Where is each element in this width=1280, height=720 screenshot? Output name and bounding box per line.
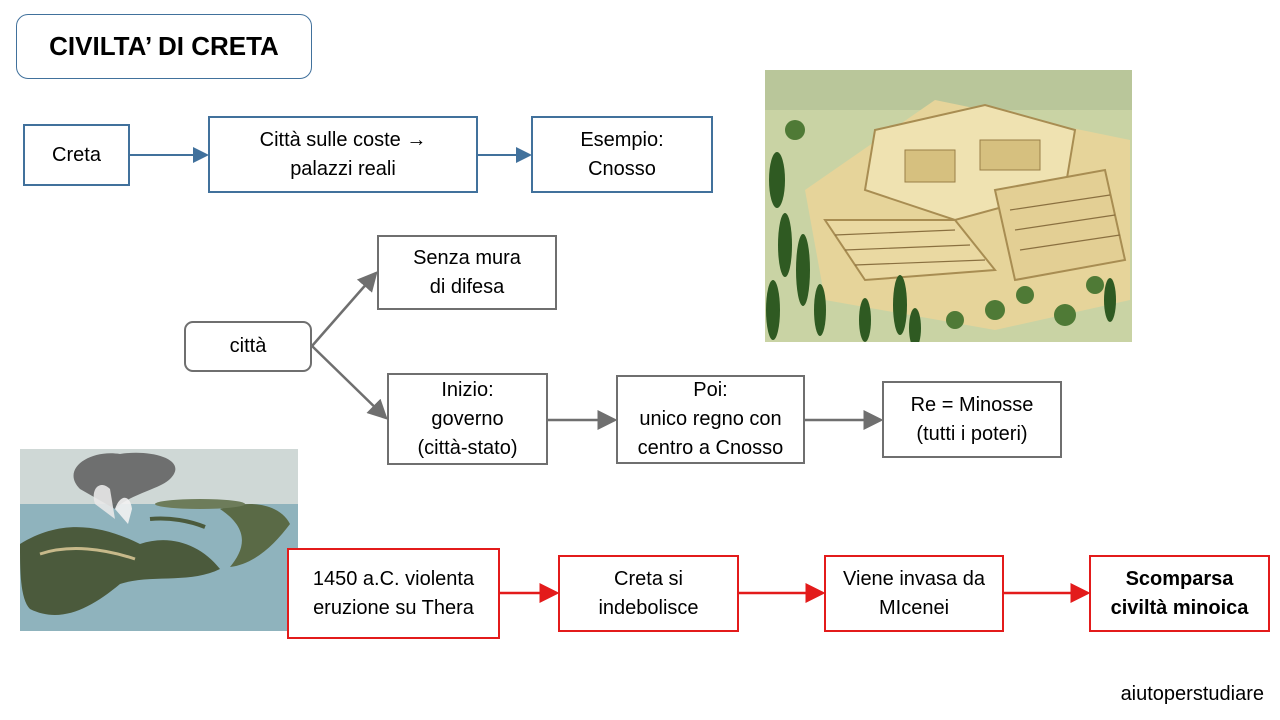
node-senza-mura: Senza mura di difesa — [377, 235, 557, 310]
node-scomparsa: Scomparsa civiltà minoica — [1089, 555, 1270, 632]
arrow-citta-to-senza-mura — [311, 271, 378, 347]
node-re-minosse: Re = Minosse (tutti i poteri) — [882, 381, 1062, 458]
credit-text: aiutoperstudiare — [1120, 683, 1264, 705]
node-indebolisce: Creta si indebolisce — [558, 555, 739, 632]
arrow-citta-to-inizio — [311, 345, 388, 420]
node-esempio: Esempio: Cnosso — [531, 116, 713, 193]
node-citta: città — [184, 321, 312, 372]
node-eruzione: 1450 a.C. violenta eruzione su Thera — [287, 548, 500, 639]
node-creta: Creta — [23, 124, 130, 186]
node-citta-coste: Città sulle coste → palazzi reali — [208, 116, 478, 193]
palace-image — [765, 70, 1132, 342]
node-poi: Poi: unico regno con centro a Cnosso — [616, 375, 805, 464]
node-invasa: Viene invasa da MIcenei — [824, 555, 1004, 632]
page-title: CIVILTA’ DI CRETA — [16, 14, 312, 79]
node-inizio: Inizio: governo (città-stato) — [387, 373, 548, 465]
volcano-image — [20, 449, 298, 631]
